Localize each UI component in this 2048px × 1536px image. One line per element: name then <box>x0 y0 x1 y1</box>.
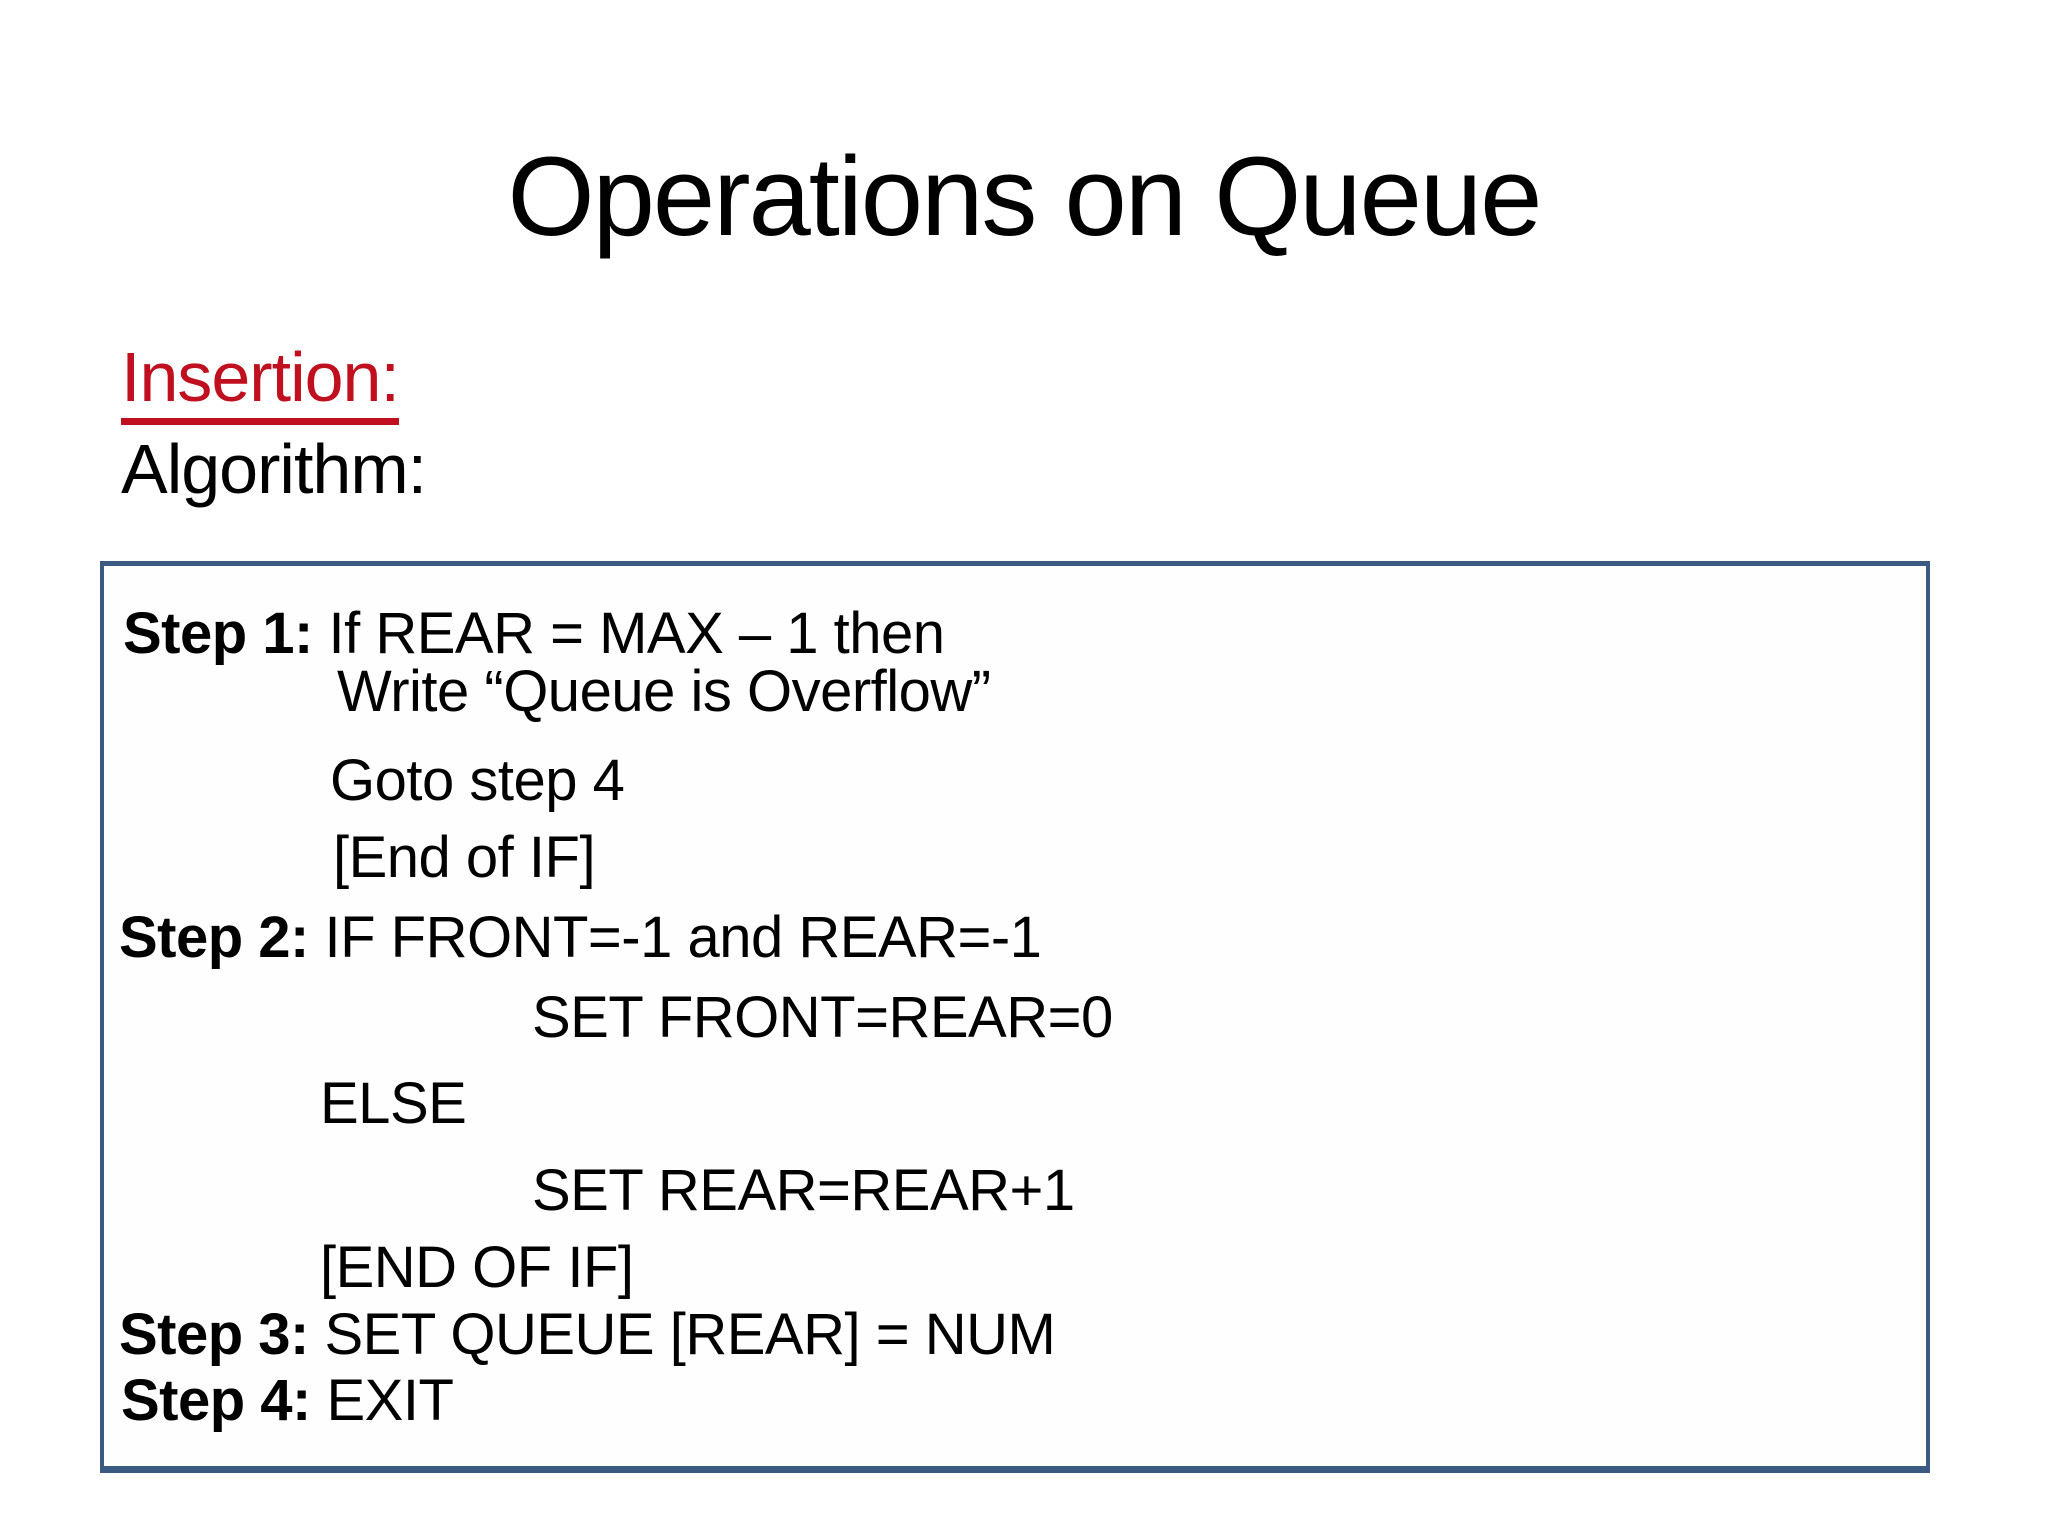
line-text: SET REAR=REAR+1 <box>532 1158 1075 1223</box>
algorithm-line-write-overflow: Write “Queue is Overflow” <box>337 663 991 721</box>
algorithm-line-else: ELSE <box>320 1075 467 1133</box>
algorithm-line-step1: Step 1: If REAR = MAX – 1 then <box>123 605 945 663</box>
algorithm-line-goto-step4: Goto step 4 <box>330 752 625 810</box>
line-text: IF FRONT=-1 and REAR=-1 <box>308 905 1042 970</box>
step-label: Step 1: <box>123 601 313 666</box>
step-label: Step 2: <box>119 905 309 970</box>
line-text: SET FRONT=REAR=0 <box>532 985 1113 1050</box>
line-text: Goto step 4 <box>330 748 625 813</box>
step-label: Step 3: <box>119 1302 309 1367</box>
insertion-heading: Insertion: <box>121 340 400 425</box>
algorithm-line-set-rear: SET REAR=REAR+1 <box>532 1162 1075 1220</box>
line-text: If REAR = MAX – 1 then <box>312 601 945 666</box>
algorithm-line-set-front: SET FRONT=REAR=0 <box>532 989 1113 1047</box>
step-label: Step 4: <box>121 1368 311 1433</box>
algorithm-line-end-of-if: [End of IF] <box>333 829 596 887</box>
algorithm-heading: Algorithm: <box>121 430 427 508</box>
algorithm-line-step2: Step 2: IF FRONT=-1 and REAR=-1 <box>119 909 1042 967</box>
algorithm-box <box>100 561 1930 1473</box>
line-text: SET QUEUE [REAR] = NUM <box>308 1302 1056 1367</box>
algorithm-line-step3: Step 3: SET QUEUE [REAR] = NUM <box>119 1306 1056 1364</box>
line-text: [End of IF] <box>333 825 596 890</box>
line-text: [END OF IF] <box>320 1235 634 1300</box>
line-text: EXIT <box>310 1368 454 1433</box>
slide-title: Operations on Queue <box>507 134 1543 259</box>
insertion-heading-text: Insertion: <box>121 340 400 425</box>
algorithm-line-end-of-if-2: [END OF IF] <box>320 1239 634 1297</box>
algorithm-line-step4: Step 4: EXIT <box>121 1372 454 1430</box>
line-text: ELSE <box>320 1071 467 1136</box>
line-text: Write “Queue is Overflow” <box>337 659 991 724</box>
